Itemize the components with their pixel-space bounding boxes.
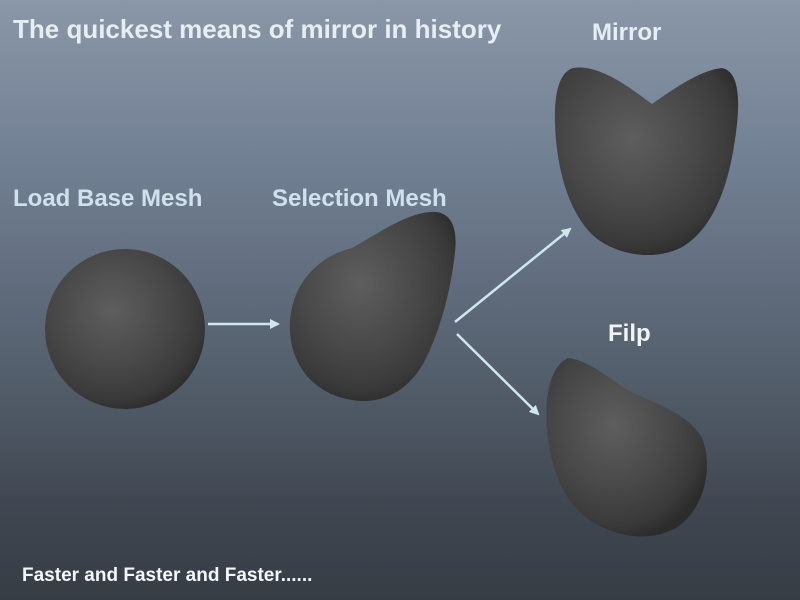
flip-label: Filp xyxy=(608,320,651,347)
load-base-mesh-label: Load Base Mesh xyxy=(13,185,203,212)
mirror-label: Mirror xyxy=(592,19,662,46)
footer-caption: Faster and Faster and Faster...... xyxy=(22,565,313,586)
selection-mesh-label: Selection Mesh xyxy=(272,185,447,212)
flip-mesh xyxy=(546,358,707,537)
selection-mesh xyxy=(289,211,456,402)
base-sphere-mesh xyxy=(45,249,205,409)
page-title: The quickest means of mirror in history xyxy=(13,14,502,44)
arrow-to-flip xyxy=(456,333,540,416)
arrow-to-mirror xyxy=(454,227,572,323)
mirror-mesh xyxy=(554,67,739,256)
